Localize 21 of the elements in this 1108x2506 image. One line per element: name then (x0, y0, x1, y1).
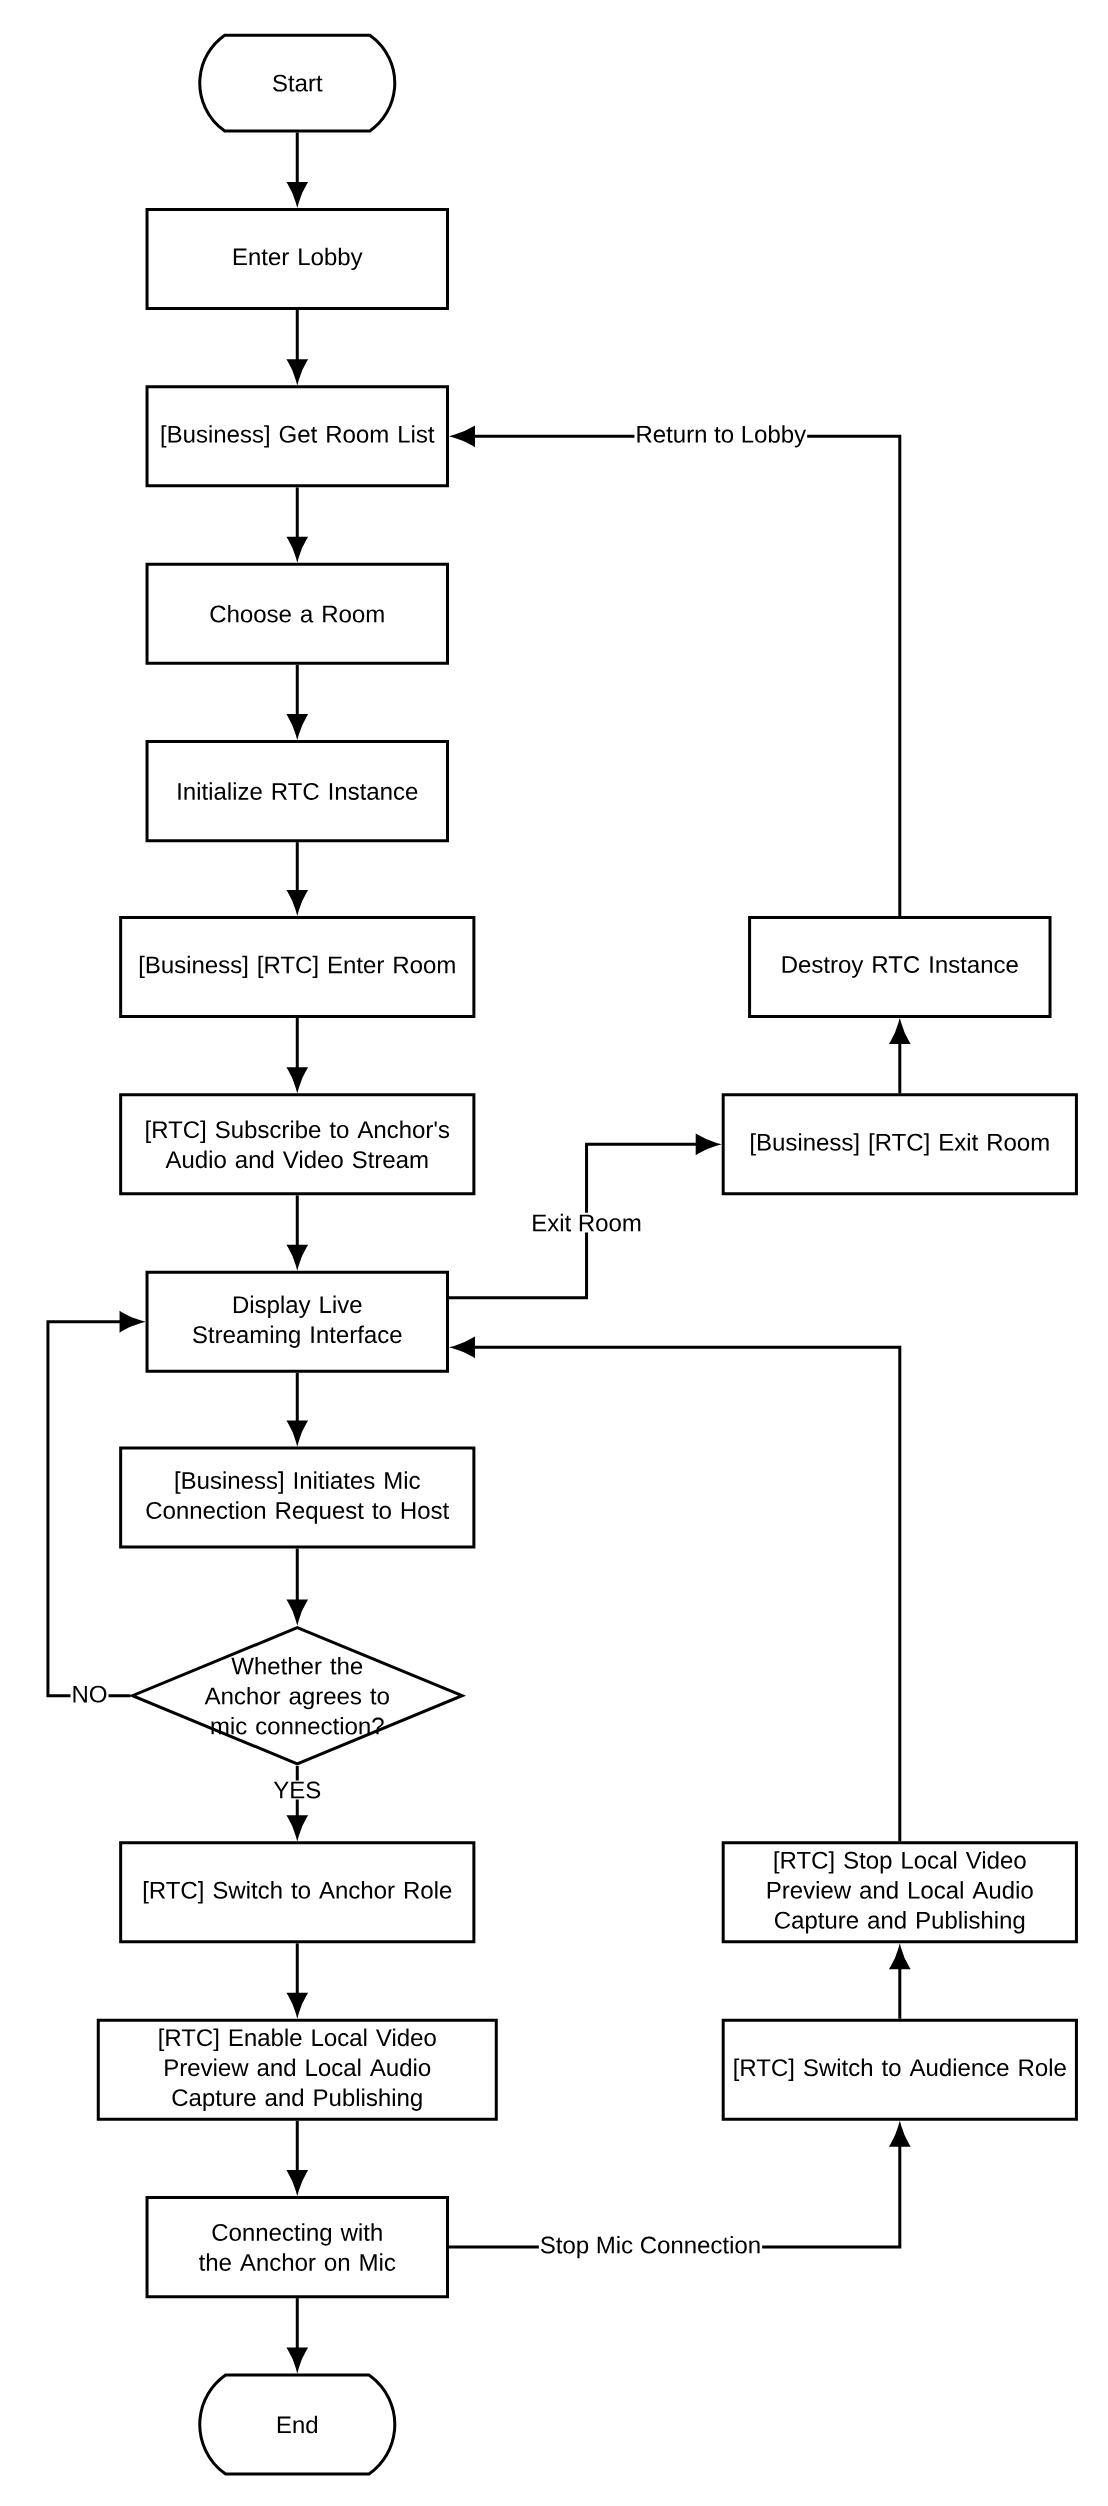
arrow (287, 1765, 308, 1838)
process-box: [RTC] Switch to Audience Role (721, 2018, 1079, 2121)
process-box: [Business] Get Room List (145, 385, 450, 488)
process-box: [RTC] Enable Local Video Preview and Local Audio Capture and Publishing (97, 2018, 498, 2121)
process-box: [Business] [RTC] Enter Room (119, 915, 476, 1018)
process-box: Connecting with the Anchor on Mic (145, 2196, 450, 2299)
process-box: Initialize RTC Instance (145, 740, 450, 843)
edge-label: Stop Mic Connection (539, 2234, 763, 2260)
process-box: [Business] Initiates Mic Connection Request to Host (119, 1446, 476, 1549)
process-box: Display Live Streaming Interface (145, 1270, 450, 1373)
process-box: Choose a Room (145, 562, 450, 665)
arrow (287, 664, 308, 737)
process-box: Enter Lobby (145, 207, 450, 310)
process-box: [RTC] Subscribe to Anchor's Audio and Video Stream (119, 1093, 476, 1196)
process-box: [RTC] Switch to Anchor Role (119, 1841, 476, 1944)
arrow (287, 2120, 308, 2193)
process-box: [Business] [RTC] Exit Room (721, 1093, 1079, 1196)
process-box: Destroy RTC Instance (748, 915, 1052, 1018)
process-box: [RTC] Stop Local Video Preview and Local Audio Capture and Publishing (721, 1841, 1079, 1944)
edge-label: YES (272, 1780, 323, 1800)
arrow (287, 309, 308, 382)
